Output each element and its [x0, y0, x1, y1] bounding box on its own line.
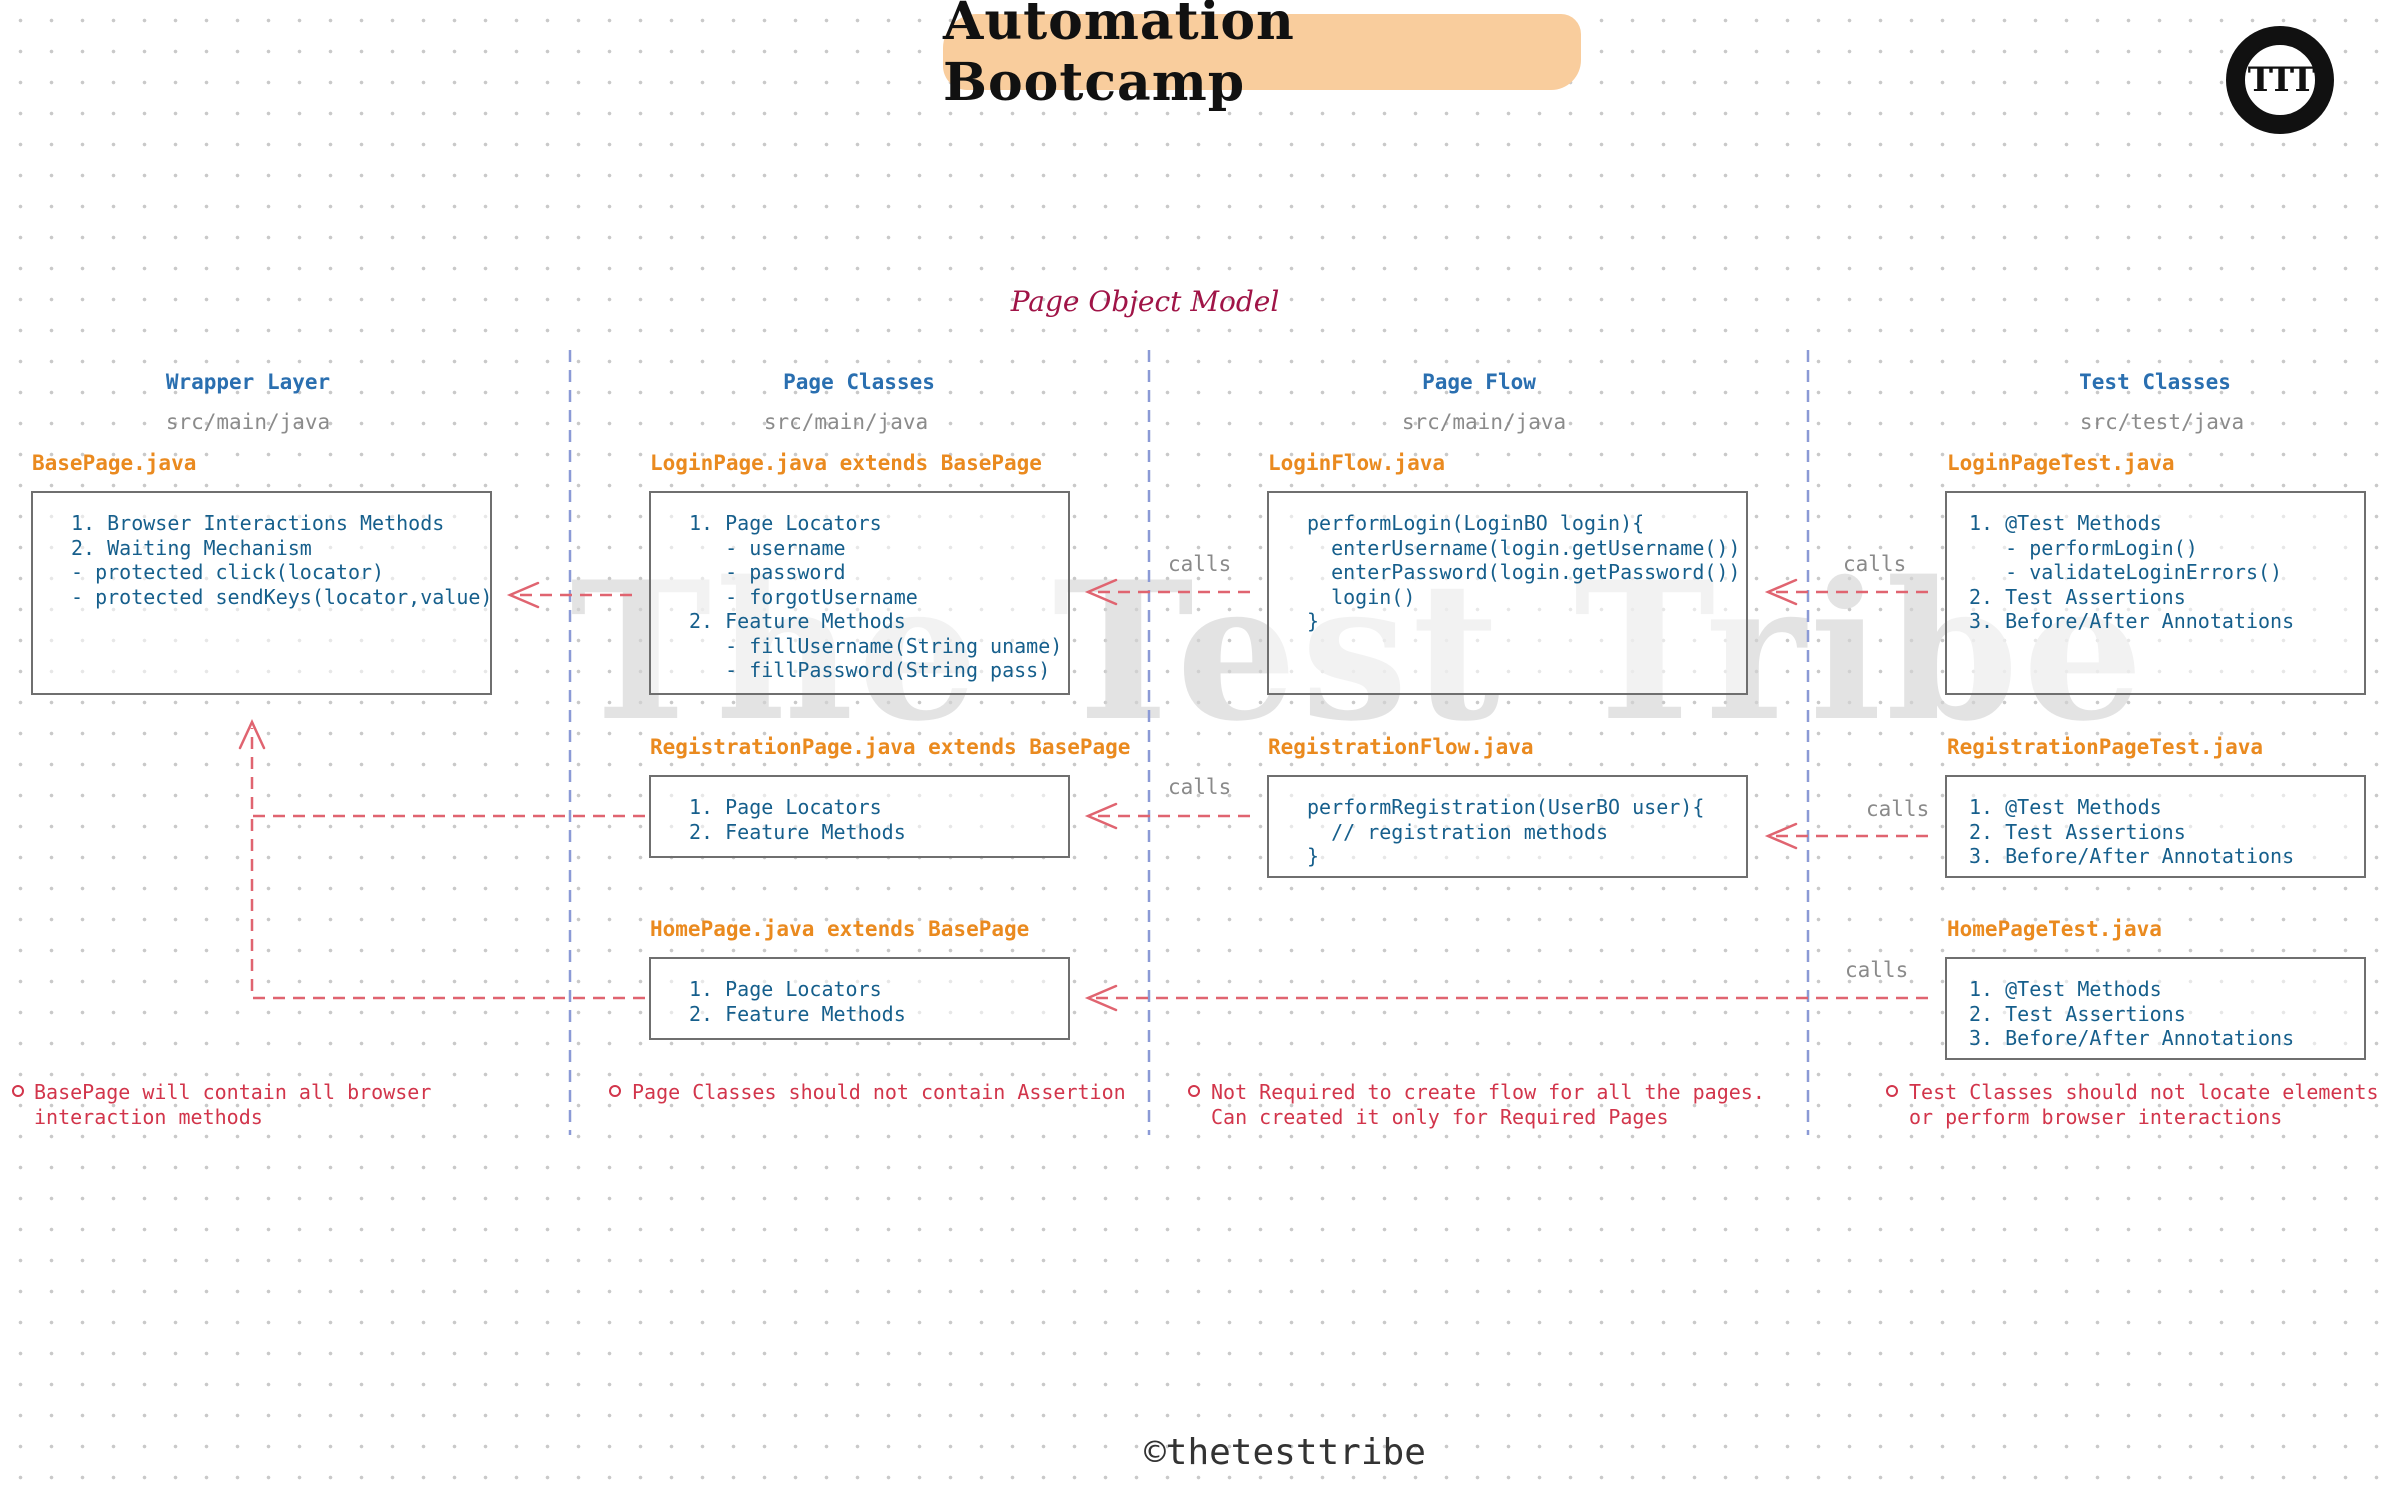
registrationpagetest-label: RegistrationPageTest.java — [1947, 735, 2264, 759]
registrationpage-label: RegistrationPage.java extends BasePage — [650, 735, 1131, 759]
note-bullet — [1886, 1085, 1898, 1097]
box-line: 3. Before/After Annotations — [1969, 609, 2295, 633]
loginpagetest-box: 1. @Test Methods - performLogin() - vali… — [1945, 491, 2366, 695]
note-test-classes: Test Classes should not locate elements … — [1909, 1080, 2379, 1129]
the-test-tribe-logo: TTT — [2226, 26, 2334, 134]
box-line: 1. Page Locators — [689, 795, 882, 819]
box-line: 2. Test Assertions — [1969, 819, 2186, 844]
arrow-homepage-to-basepage — [250, 816, 645, 1000]
page-title: Automation Bootcamp — [943, 0, 1295, 113]
column-path-flow: src/main/java — [1401, 410, 1567, 434]
arrowhead — [1764, 822, 1798, 850]
loginpage-box: 1. Page Locators - username - password -… — [649, 491, 1070, 695]
box-line: // registration methods — [1307, 819, 1609, 844]
column-path-wrapper: src/main/java — [165, 410, 331, 434]
box-line: 1. @Test Methods — [1969, 511, 2162, 535]
box-line: performRegistration(UserBO user){ — [1307, 795, 1705, 819]
box-line: } — [1307, 844, 1320, 868]
title-banner: Automation Bootcamp — [943, 0, 1581, 113]
column-heading-wrapper: Wrapper Layer — [165, 370, 331, 394]
box-line: - protected click(locator) — [71, 560, 385, 584]
note-bullet — [609, 1085, 621, 1097]
column-heading-tests: Test Classes — [2079, 370, 2231, 394]
homepagetest-box: 1. @Test Methods 2. Test Assertions 3. B… — [1945, 957, 2366, 1060]
arrowhead — [238, 719, 266, 750]
homepage-box: 1. Page Locators 2. Feature Methods — [649, 957, 1070, 1040]
calls-label: calls — [1845, 958, 1909, 982]
box-line: - fillUsername(String uname) — [689, 633, 1063, 658]
logo-monogram: TTT — [2242, 42, 2318, 118]
loginflow-box: performLogin(LoginBO login){ enterUserna… — [1267, 491, 1748, 695]
arrow-pages-to-basepage — [250, 728, 645, 818]
arrowhead — [1084, 578, 1118, 606]
box-line: 1. @Test Methods — [1969, 977, 2162, 1001]
box-line: 3. Before/After Annotations — [1969, 844, 2295, 868]
box-line: 2. Feature Methods — [689, 1001, 906, 1026]
box-line: 2. Waiting Mechanism — [71, 535, 312, 560]
box-line: 1. Page Locators — [689, 977, 882, 1001]
basepage-label: BasePage.java — [32, 451, 197, 475]
box-line: 1. Browser Interactions Methods — [71, 511, 445, 535]
arrowhead — [1764, 578, 1798, 606]
note-bullet — [12, 1085, 24, 1097]
box-line: - protected sendKeys(locator,value) — [71, 584, 493, 609]
note-wrapper-layer: BasePage will contain all browser intera… — [34, 1080, 432, 1129]
arrowhead — [1084, 984, 1118, 1012]
box-line: 3. Before/After Annotations — [1969, 1026, 2295, 1050]
box-line: - validateLoginErrors() — [1969, 560, 2283, 584]
registrationflow-label: RegistrationFlow.java — [1268, 735, 1534, 759]
homepagetest-label: HomePageTest.java — [1947, 917, 2162, 941]
box-line: login() — [1307, 584, 1416, 609]
registrationpage-box: 1. Page Locators 2. Feature Methods — [649, 775, 1070, 858]
box-line: - forgotUsername — [689, 584, 918, 609]
column-heading-pages: Page Classes — [783, 370, 935, 394]
calls-label: calls — [1843, 552, 1907, 576]
diagram-subtitle: Page Object Model — [1010, 285, 1280, 318]
loginpage-label: LoginPage.java extends BasePage — [650, 451, 1042, 475]
box-line: enterUsername(login.getUsername()) — [1307, 535, 1741, 560]
box-line: } — [1307, 609, 1320, 633]
note-page-flow: Not Required to create flow for all the … — [1211, 1080, 1765, 1129]
box-line: - performLogin() — [1969, 535, 2198, 560]
calls-label: calls — [1866, 797, 1930, 821]
loginflow-label: LoginFlow.java — [1268, 451, 1446, 475]
arrowhead — [506, 581, 540, 609]
box-line: 1. @Test Methods — [1969, 795, 2162, 819]
box-line: 1. Page Locators — [689, 511, 882, 535]
registrationpagetest-box: 1. @Test Methods 2. Test Assertions 3. B… — [1945, 775, 2366, 878]
calls-label: calls — [1168, 775, 1232, 799]
box-line: 2. Test Assertions — [1969, 584, 2186, 609]
basepage-box: 1. Browser Interactions Methods 2. Waiti… — [31, 491, 492, 695]
box-line: performLogin(LoginBO login){ — [1307, 511, 1645, 535]
note-page-classes: Page Classes should not contain Assertio… — [632, 1080, 1126, 1104]
column-path-pages: src/main/java — [763, 410, 929, 434]
column-path-tests: src/test/java — [2079, 410, 2245, 434]
calls-label: calls — [1168, 552, 1232, 576]
box-line: 2. Test Assertions — [1969, 1001, 2186, 1026]
column-heading-flow: Page Flow — [1422, 370, 1536, 394]
registrationflow-box: performRegistration(UserBO user){ // reg… — [1267, 775, 1748, 878]
homepage-label: HomePage.java extends BasePage — [650, 917, 1030, 941]
copyright-footer: ©thetesttribe — [1144, 1432, 1426, 1473]
box-line: - username — [689, 535, 846, 560]
box-line: - password — [689, 560, 846, 584]
arrowhead — [1084, 802, 1118, 830]
note-bullet — [1188, 1085, 1200, 1097]
box-line: 2. Feature Methods — [689, 609, 906, 633]
box-line: enterPassword(login.getPassword()) — [1307, 560, 1741, 584]
loginpagetest-label: LoginPageTest.java — [1947, 451, 2175, 475]
box-line: 2. Feature Methods — [689, 819, 906, 844]
box-line: - fillPassword(String pass) — [689, 658, 1051, 682]
